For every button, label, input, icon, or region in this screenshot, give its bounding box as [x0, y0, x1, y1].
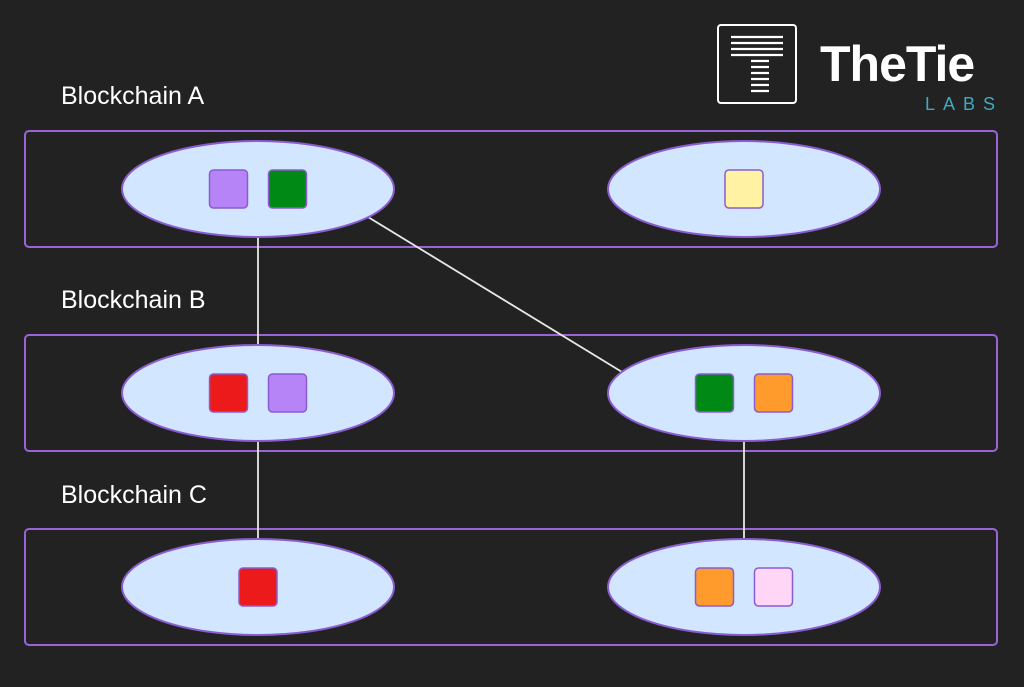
asset-square — [238, 567, 278, 607]
node-ellipse — [121, 140, 395, 238]
blockchain-b-label: Blockchain B — [61, 286, 206, 314]
asset-square — [267, 373, 308, 413]
blockchain-lane-a — [24, 130, 998, 248]
logo-name: TheTie — [820, 36, 975, 92]
asset-square — [753, 567, 794, 607]
edge-a1-b2 — [367, 216, 623, 373]
node-c1 — [121, 538, 395, 636]
node-b1 — [121, 344, 395, 442]
thetie-logo-icon — [717, 24, 797, 104]
node-b2 — [607, 344, 881, 442]
asset-square — [694, 373, 735, 413]
thetie-labs-logo: TheTie LABS — [717, 24, 1007, 114]
blockchain-c-label: Blockchain C — [61, 481, 207, 509]
blockchain-lane-c — [24, 528, 998, 646]
node-ellipse — [121, 344, 395, 442]
asset-square — [208, 169, 249, 209]
asset-square — [694, 567, 735, 607]
blockchain-lane-b — [24, 334, 998, 452]
logo-subtitle: LABS — [925, 94, 1004, 114]
asset-square — [724, 169, 764, 209]
blockchain-a-label: Blockchain A — [61, 82, 205, 110]
node-a1 — [121, 140, 395, 238]
asset-square — [267, 169, 308, 209]
node-ellipse — [607, 538, 881, 636]
node-c2 — [607, 538, 881, 636]
node-ellipse — [607, 344, 881, 442]
asset-square — [753, 373, 794, 413]
asset-square — [208, 373, 249, 413]
node-a2 — [607, 140, 881, 238]
